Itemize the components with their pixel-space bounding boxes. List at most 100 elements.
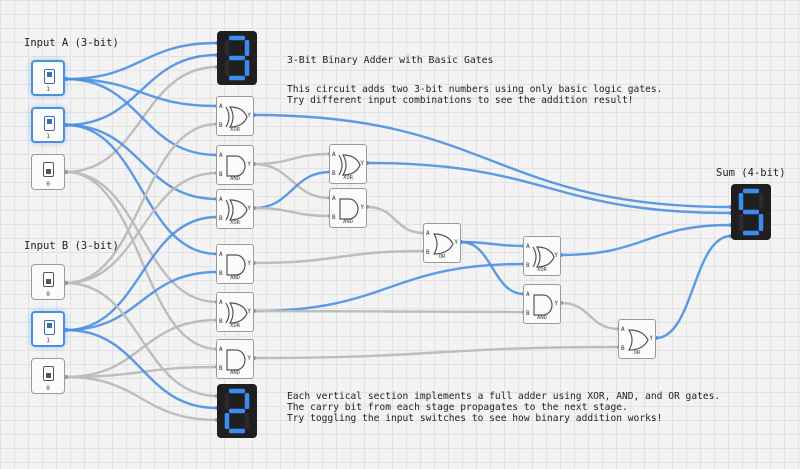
wire: [253, 113, 732, 209]
port-y-label: Y: [247, 205, 251, 212]
segment-d: [743, 230, 759, 236]
switch-value: 1: [46, 337, 50, 344]
port-a-label: A: [219, 196, 223, 203]
input-a-switch-bit2[interactable]: 1: [31, 60, 65, 96]
port-b-label: B: [219, 215, 223, 222]
bottom-note-line-1: Each vertical section implements a full …: [287, 391, 721, 402]
and-gate-icon: [226, 155, 246, 177]
and-gate-icon: [226, 349, 246, 371]
input-a-switch-bit1[interactable]: 1: [31, 107, 65, 143]
port-b-label: B: [219, 318, 223, 325]
sum-label: Sum (4-bit): [716, 167, 786, 179]
segment-a: [229, 388, 245, 394]
port-a-label: A: [426, 230, 430, 237]
wire-endpoint: [64, 170, 68, 174]
port-y-label: Y: [360, 160, 364, 167]
toggle-icon: [43, 162, 54, 177]
segment-b: [244, 40, 250, 56]
input-b-switch-bit0[interactable]: 0: [31, 358, 65, 394]
wire-endpoint: [64, 375, 68, 379]
wire: [65, 65, 218, 174]
and-gate-icon: [533, 294, 553, 316]
seven-segment-digit: [224, 35, 250, 81]
port-b-label: B: [526, 310, 530, 317]
wire: [253, 262, 525, 313]
xor-gate-icon: [338, 154, 361, 176]
gate-type-label: XOR: [230, 220, 240, 226]
wire: [65, 53, 218, 127]
wire: [253, 206, 331, 218]
wire-endpoint: [64, 328, 68, 332]
switch-value: 1: [46, 86, 50, 93]
segment-e: [738, 214, 744, 231]
segment-d: [229, 75, 245, 81]
seven-segment-digit: [738, 188, 764, 236]
or-gate-icon: [432, 233, 454, 255]
description-line-2: Try different input combinations to see …: [287, 95, 634, 106]
toggle-icon: [43, 366, 54, 381]
wire: [460, 240, 525, 296]
port-a-label: A: [219, 346, 223, 353]
segment-a: [229, 35, 245, 41]
gate-type-label: XOR: [230, 323, 240, 329]
input-a-switch-bit0[interactable]: 0: [31, 154, 65, 190]
port-a-label: A: [219, 103, 223, 110]
gate-type-label: AND: [230, 275, 240, 281]
seven-segment-digit: [224, 388, 250, 434]
port-y-label: Y: [247, 161, 251, 168]
wire: [253, 309, 525, 314]
port-a-label: A: [526, 291, 530, 298]
xor-gate-2[interactable]: A B Y XOR: [216, 189, 254, 229]
segment-b: [244, 393, 250, 409]
port-y-label: Y: [247, 355, 251, 362]
input-a-label: Input A (3-bit): [24, 37, 119, 49]
wire: [253, 152, 331, 166]
segment-c: [244, 60, 250, 76]
port-y-label: Y: [649, 335, 653, 342]
wire: [65, 123, 218, 201]
wire-endpoint: [64, 281, 68, 285]
port-a-label: A: [219, 299, 223, 306]
input-b-label: Input B (3-bit): [24, 240, 119, 252]
port-y-label: Y: [247, 112, 251, 119]
segment-g: [229, 55, 245, 61]
wire: [253, 249, 425, 265]
toggle-icon: [44, 320, 55, 335]
segment-c: [244, 413, 250, 429]
gate-type-label: AND: [343, 219, 353, 225]
port-b-label: B: [219, 270, 223, 277]
wire: [560, 223, 732, 257]
wire: [560, 301, 620, 331]
port-a-label: A: [332, 151, 336, 158]
wire: [65, 170, 218, 304]
xor-gate-icon: [225, 199, 248, 221]
wire: [65, 77, 218, 157]
wire: [65, 375, 218, 422]
wire: [65, 328, 218, 410]
port-a-label: A: [219, 251, 223, 258]
wire: [65, 318, 218, 379]
port-y-label: Y: [454, 239, 458, 246]
wire: [65, 365, 218, 379]
gate-type-label: XOR: [343, 175, 353, 181]
wire: [253, 345, 620, 360]
input-b-display: [217, 384, 257, 438]
bottom-note-line-2: The carry bit from each stage propagates…: [287, 402, 628, 413]
switch-value: 0: [46, 385, 50, 392]
segment-d: [229, 428, 245, 434]
wire: [65, 270, 218, 332]
input-b-switch-bit2[interactable]: 0: [31, 264, 65, 300]
wire: [65, 170, 218, 351]
input-b-switch-bit1[interactable]: 1: [31, 311, 65, 347]
